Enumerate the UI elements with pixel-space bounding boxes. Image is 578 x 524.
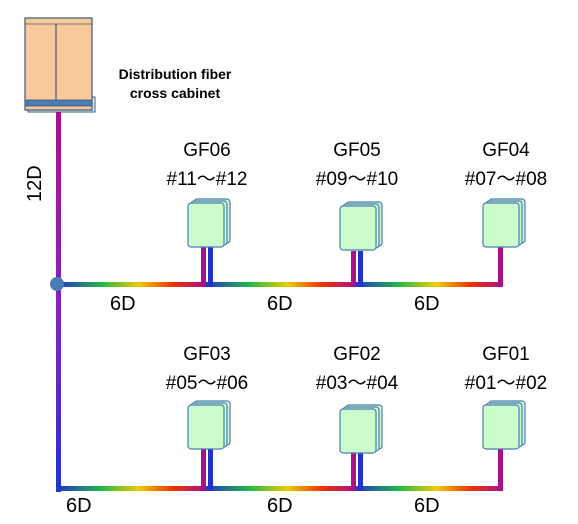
splitter-box-icon [482, 198, 526, 248]
cable-drop [201, 449, 206, 491]
group-name: GF06 [183, 140, 231, 161]
cable-segment [355, 282, 503, 287]
group-name: GF04 [482, 140, 530, 161]
group-range: #01～#02 [464, 373, 548, 394]
row1-cables [58, 247, 503, 287]
cable-segment [205, 282, 355, 287]
splitter-box-icon [187, 400, 231, 450]
cable-drop [208, 247, 213, 287]
junction-node [50, 277, 64, 291]
segment-label: 6D [66, 495, 92, 517]
group-name: GF05 [333, 140, 381, 161]
cable-drop [498, 449, 503, 491]
trunk-label: 12D [24, 165, 46, 202]
splitter-box-layer [482, 202, 520, 248]
splitter-box-icon [482, 400, 526, 450]
trunk-cable [56, 112, 61, 492]
splitter-box-layer [482, 404, 520, 450]
cable-segment [205, 486, 355, 491]
segment-label: 6D [110, 293, 136, 315]
splitter-box-icon [339, 201, 383, 251]
cabinet-label-line1: Distribution fiber [118, 66, 232, 82]
cable-segment [355, 486, 503, 491]
group-name: GF02 [333, 344, 381, 365]
splitter-box-layer [339, 205, 377, 251]
cable-drop [351, 251, 356, 287]
group-range: #09～#10 [315, 169, 399, 190]
segment-label: 6D [267, 495, 293, 517]
group-range: #03～#04 [315, 373, 399, 394]
cable-drop [201, 247, 206, 287]
cable-segment [58, 486, 205, 491]
segment-label: 6D [414, 495, 440, 517]
group-name: GF01 [482, 344, 530, 365]
cable-drop [358, 452, 363, 491]
segment-label: 6D [414, 293, 440, 315]
splitter-box-layer [339, 408, 377, 454]
segment-label: 6D [267, 293, 293, 315]
group-name: GF03 [183, 344, 231, 365]
group-range: #05～#06 [165, 373, 249, 394]
splitter-box-layer [187, 202, 225, 248]
row2-cables [58, 449, 503, 491]
cabinet-label: Distribution fiber cross cabinet [100, 65, 250, 103]
cable-drop [358, 251, 363, 287]
group-range: #07～#08 [464, 169, 548, 190]
splitter-box-icon [339, 404, 383, 454]
cable-segment [58, 282, 205, 287]
group-range: #11～#12 [166, 169, 248, 190]
splitter-box-layer [187, 404, 225, 450]
cable-drop [208, 449, 213, 491]
splitter-box-icon [187, 198, 231, 248]
cable-drop [351, 452, 356, 491]
cabinet-label-line2: cross cabinet [129, 85, 221, 101]
cable-drop [498, 247, 503, 287]
splitter-boxes [187, 198, 526, 454]
cabinet-icon [24, 17, 96, 113]
